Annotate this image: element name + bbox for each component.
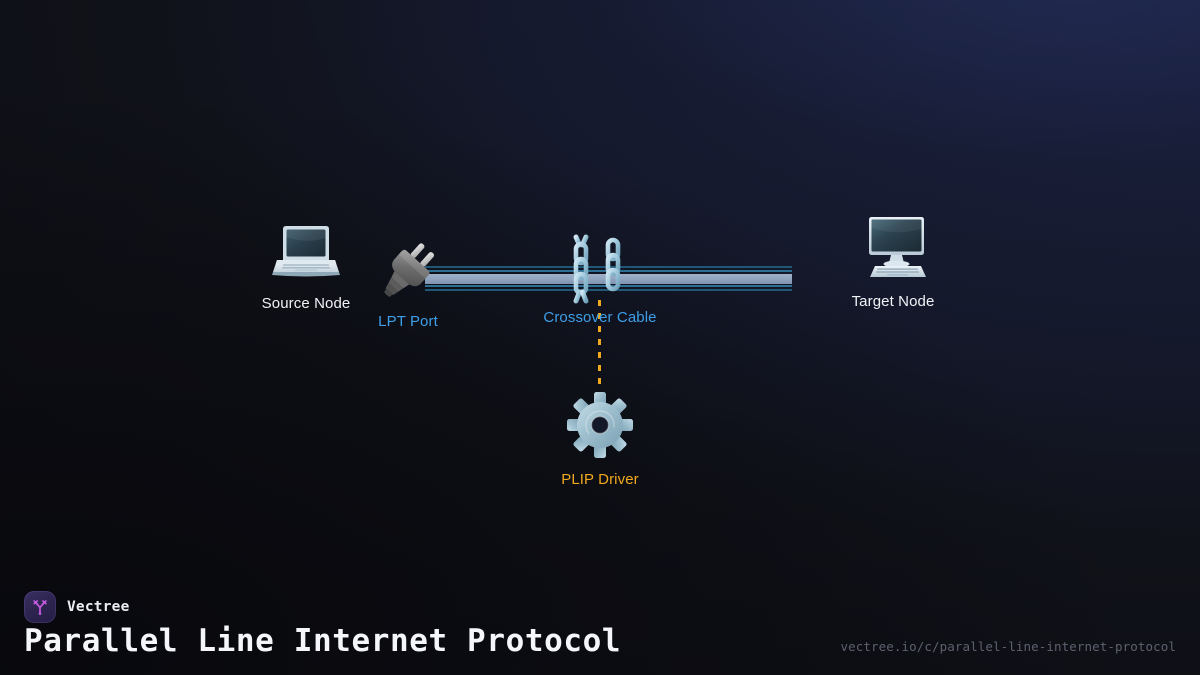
node-plip-driver[interactable]: PLIP Driver <box>530 392 670 488</box>
brand-name: Vectree <box>67 599 130 615</box>
laptop-icon <box>272 226 340 277</box>
node-lpt-port[interactable]: LPT Port <box>343 238 473 330</box>
cable-edge-bottom-outer <box>425 289 792 291</box>
node-crossover-cable[interactable]: Crossover Cable <box>520 234 680 326</box>
footer: Vectree Parallel Line Internet Protocol … <box>0 565 1200 675</box>
brand[interactable]: Vectree <box>24 591 130 623</box>
page-title: Parallel Line Internet Protocol <box>24 623 622 659</box>
vectree-logo-icon <box>24 591 56 623</box>
node-label-lpt-port: LPT Port <box>378 313 438 330</box>
node-label-target-node: Target Node <box>851 293 935 310</box>
footer-url: vectree.io/c/parallel-line-internet-prot… <box>840 639 1176 654</box>
node-label-plip-driver: PLIP Driver <box>561 471 639 488</box>
node-source-node[interactable]: Source Node <box>236 222 376 312</box>
node-label-crossover-cable: Crossover Cable <box>543 309 657 326</box>
power-plug-icon <box>384 243 435 297</box>
node-label-source-node: Source Node <box>261 295 351 312</box>
desktop-monitor-icon <box>869 217 926 277</box>
gear-icon <box>567 392 633 458</box>
node-target-node[interactable]: Target Node <box>823 215 963 310</box>
connection-driver-link <box>598 300 601 386</box>
chain-links-icon <box>573 234 621 304</box>
